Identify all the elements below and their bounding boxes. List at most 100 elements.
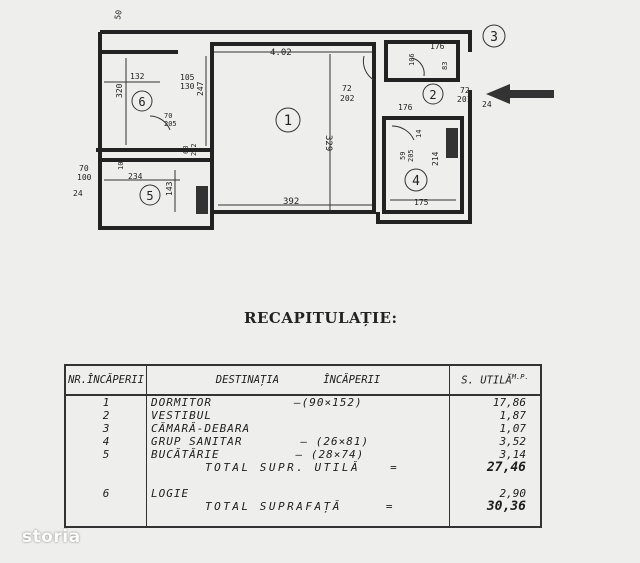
dim-bath-door-bottom: 205 — [407, 149, 415, 162]
table-row: 4 GRUP SANITAR – (26×81) 3,52 — [64, 435, 542, 448]
dim-kit-door-bottom: 202 — [190, 143, 198, 156]
total-all-label-cell: TOTAL SUPRAFAȚĂ = — [146, 500, 450, 513]
dim-kit-wall: 24 — [73, 189, 83, 198]
room-3-circle — [482, 24, 506, 48]
header-dest-b: ÎNCĂPERII — [323, 374, 381, 386]
dim-main-bottom: 392 — [283, 197, 299, 207]
row-area: 3,14 — [449, 448, 542, 461]
dim-main-height: 329 — [323, 135, 333, 151]
dim-closet-v2: 83 — [441, 62, 449, 70]
total-util-row: TOTAL SUPR. UTILĂ= 27,46 — [64, 461, 542, 474]
row-dest: GRUP SANITAR – (26×81) — [146, 435, 450, 448]
dim-left-wall: 247 — [196, 81, 205, 96]
blank-row — [64, 513, 542, 527]
total-all-label: TOTAL SUPRAFAȚĂ — [205, 500, 342, 513]
row-name: CĂMARĂ-DEBARA — [151, 422, 251, 435]
table-row: 2 VESTIBUL 1,87 — [64, 409, 542, 422]
row-name: BUCĂTĂRIE — [151, 448, 220, 461]
recap-heading: RECAPITULAȚIE: — [244, 309, 398, 327]
row-name: GRUP SANITAR — [151, 435, 243, 448]
row-note: – (28×74) — [295, 448, 365, 461]
table-row: 5 BUCĂTĂRIE – (28×74) 3,14 — [64, 448, 542, 461]
blank-row — [64, 474, 542, 487]
room-5-label: 5 — [146, 189, 153, 203]
total-all-value: 30,36 — [449, 500, 542, 513]
row-nr: 3 — [64, 422, 147, 435]
floor-plan: 1 2 3 4 5 6 50 4.02 329 392 132 320 105 … — [73, 9, 554, 230]
door-arc-loggia — [149, 115, 171, 131]
dim-door-left-top: 72 — [342, 84, 352, 93]
row-nr: 2 — [64, 409, 147, 422]
room-1-label: 1 — [284, 113, 292, 129]
dim-loggia-door-top: 105 — [180, 73, 195, 82]
row-nr: 5 — [64, 448, 147, 461]
dim-kit-win-top: 70 — [79, 164, 89, 173]
room-6-circle — [131, 90, 153, 112]
table-row: 1 DORMITOR–(90×152) 17,86 — [64, 395, 542, 409]
room-4-circle — [404, 168, 428, 192]
header-dest: DESTINAȚIA ÎNCĂPERII — [146, 364, 450, 396]
header-dest-a: DESTINAȚIA — [215, 374, 280, 386]
total-util-value: 27,46 — [449, 461, 542, 474]
closet-walls — [384, 40, 460, 82]
dim-loggia-height: 320 — [115, 83, 124, 98]
dim-kit-door-top: 68 — [182, 146, 190, 154]
dim-door-left-bottom: 202 — [340, 94, 355, 103]
dim-left-width: 132 — [130, 72, 145, 81]
table-header-row: NR.ÎNCĂPERII DESTINAȚIA ÎNCĂPERII S. UTI… — [64, 364, 542, 396]
recap-table: NR.ÎNCĂPERII DESTINAȚIA ÎNCĂPERII S. UTI… — [64, 364, 542, 528]
row-name: DORMITOR — [151, 396, 212, 409]
row-note: – (26×81) — [300, 435, 370, 448]
dim-loggia-window: 70 — [164, 112, 172, 120]
room-1-circle — [275, 107, 301, 133]
row-area: 2,90 — [449, 487, 542, 500]
total-all-row: TOTAL SUPRAFAȚĂ = 30,36 — [64, 500, 542, 513]
loggia-row: 6 LOGIE 2,90 — [64, 487, 542, 500]
total-util-eq: = — [390, 461, 400, 474]
header-area-unit: M.P. — [511, 373, 529, 382]
kitchen-counter — [196, 186, 208, 214]
room-5-circle — [139, 184, 161, 206]
dim-kit-height: 143 — [165, 181, 174, 196]
total-util-label-cell: TOTAL SUPR. UTILĂ= — [146, 461, 450, 474]
room-6-label: 6 — [138, 95, 145, 109]
row-nr: 6 — [64, 487, 147, 500]
room-4-label: 4 — [412, 174, 420, 189]
door-arc-closet — [411, 57, 425, 77]
row-nr: 1 — [64, 395, 147, 409]
row-dest: LOGIE — [146, 487, 450, 500]
dim-kit-width: 234 — [128, 172, 143, 181]
door-arc-bath — [391, 125, 415, 141]
row-name: LOGIE — [151, 487, 190, 500]
storia-watermark: storia — [22, 527, 81, 547]
dim-closet-top: 176 — [430, 42, 445, 51]
bath-walls — [382, 116, 464, 214]
dim-bath-door-w: 14 — [415, 130, 423, 138]
table-row: 3 CĂMARĂ-DEBARA 1,07 — [64, 422, 542, 435]
row-area: 17,86 — [449, 395, 542, 409]
dim-door-vest-top: 72 — [460, 86, 470, 95]
entrance-arrow-icon — [486, 84, 554, 104]
total-all-eq: = — [385, 500, 395, 513]
dim-top-tick: 50 — [113, 9, 124, 20]
row-area: 3,52 — [449, 435, 542, 448]
row-nr: 4 — [64, 435, 147, 448]
row-dest: VESTIBUL — [146, 409, 450, 422]
door-arc-bedroom — [362, 55, 375, 81]
dim-bath-top: 176 — [398, 103, 413, 112]
dim-bath-door-top: 59 — [399, 152, 407, 160]
dim-closet-v1: 106 — [408, 53, 416, 66]
row-dest: BUCĂTĂRIE – (28×74) — [146, 448, 450, 461]
dim-kit-win-bottom: 100 — [77, 173, 92, 182]
room-3-label: 3 — [490, 30, 498, 45]
row-area: 1,07 — [449, 422, 542, 435]
dim-loggia-door-bottom: 130 — [180, 82, 195, 91]
row-area: 1,87 — [449, 409, 542, 422]
dim-bath-height: 214 — [431, 151, 440, 166]
bedroom-walls — [210, 42, 376, 214]
row-dest: DORMITOR–(90×152) — [146, 395, 450, 409]
header-nr: NR.ÎNCĂPERII — [64, 364, 147, 396]
row-name: VESTIBUL — [151, 409, 212, 422]
dim-kit-10: 10 — [117, 162, 125, 170]
header-area-label: S. UTILĂ — [461, 374, 512, 387]
